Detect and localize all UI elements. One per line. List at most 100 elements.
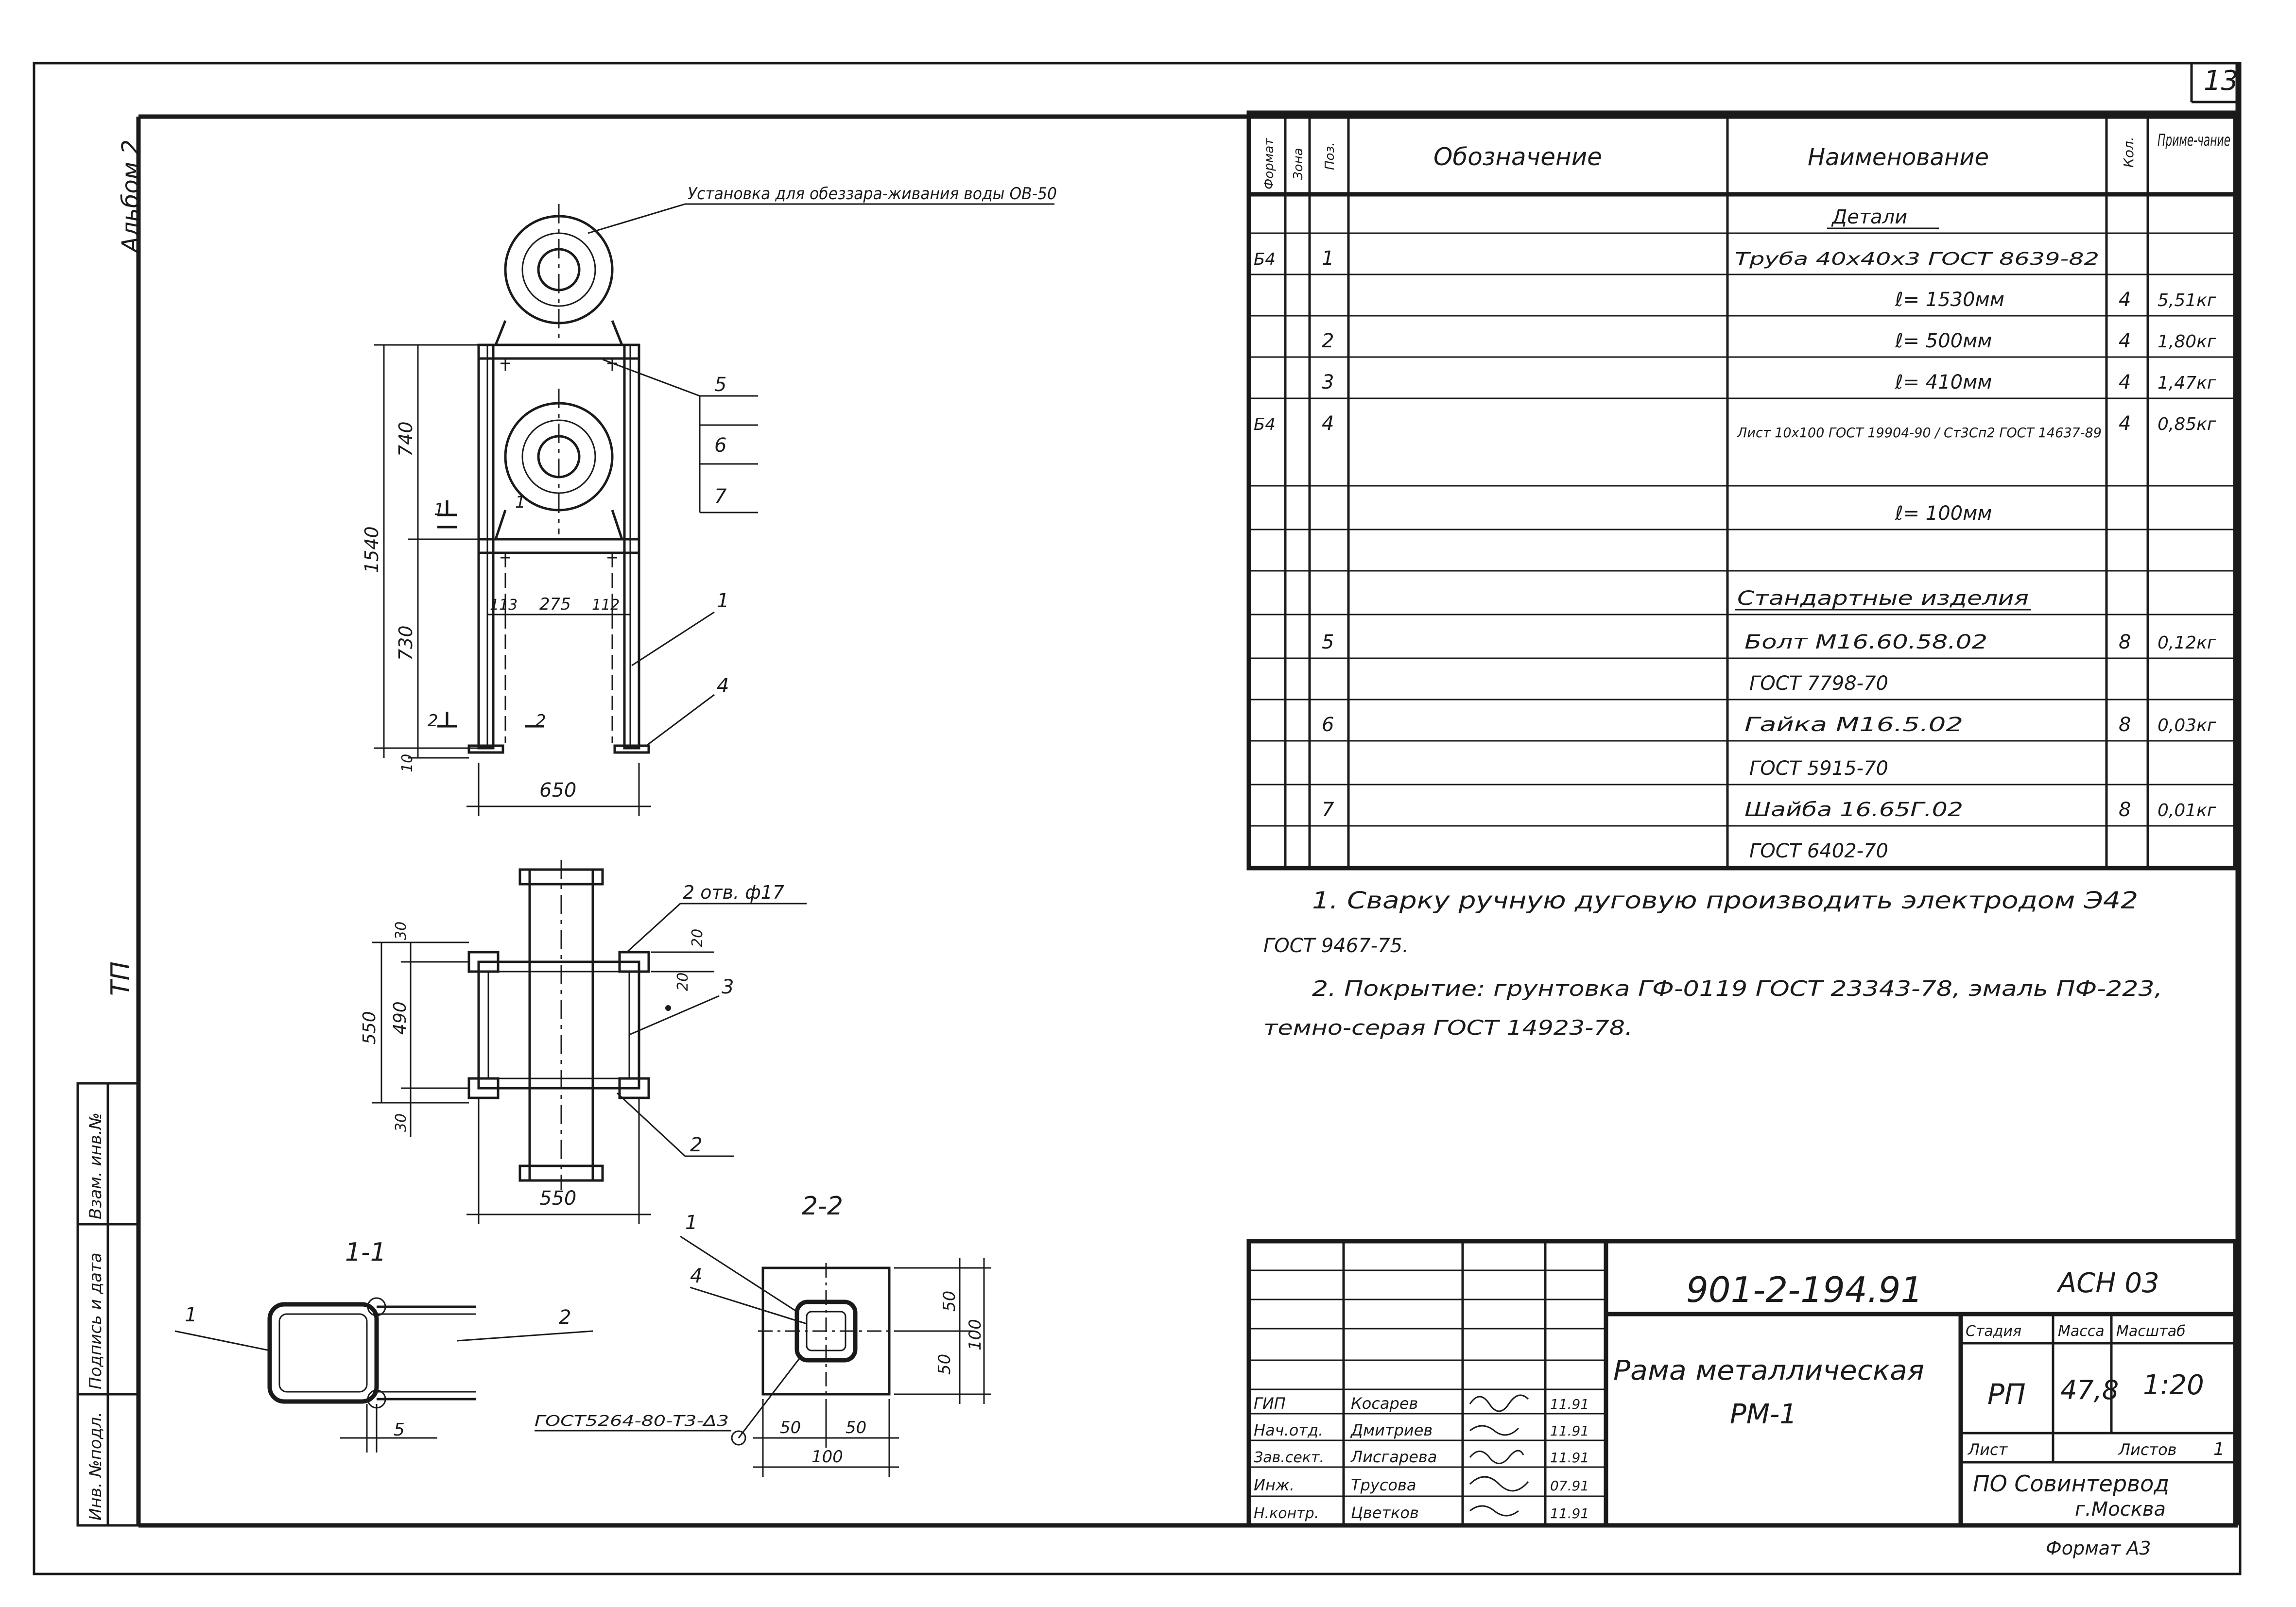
title-block: ГИП Косарев 11.91 Нач.отд. Дмитриев 11.9… [1246, 1239, 2238, 1528]
row-1-name: Труба 40x40x3 ГОСТ 8639-82 [1735, 249, 2099, 269]
plan-dim-overall: 550 [360, 1011, 380, 1044]
hdr-pos: Поз. [1323, 142, 1337, 170]
row-13-pos: 7 [1322, 799, 1334, 821]
row-1-pos: 1 [1322, 247, 1334, 270]
plan-pos-2: 2 [690, 1134, 702, 1156]
row-4-pos: 3 [1322, 371, 1334, 393]
doc-code: 901-2-194.91 [1686, 1269, 1923, 1310]
s22-pos-4: 4 [690, 1265, 702, 1287]
person-4-name: Цветков [1351, 1504, 1419, 1522]
signatures [1469, 1394, 1529, 1517]
section-mark-2a: 2 [428, 711, 438, 731]
s22-pos-1: 1 [685, 1212, 697, 1234]
s22-dim-h-b: 100 [966, 1319, 985, 1351]
note-line-2: ГОСТ 9467-75. [1263, 935, 1409, 957]
outer-frame [33, 62, 2242, 1575]
row-8-name: Стандартные изделия [1737, 587, 2029, 610]
person-3-name: Трусова [1351, 1476, 1416, 1494]
pos-6: 6 [714, 434, 726, 457]
dim-width: 650 [539, 779, 576, 802]
row-5-format: Б4 [1254, 415, 1276, 434]
s11-pos-2: 2 [559, 1306, 571, 1329]
dim-lower-height: 730 [395, 625, 416, 661]
note-line-1: 1. Сварку ручную дуговую производить эле… [1312, 887, 2138, 914]
row-2-note: 5,51кг [2158, 291, 2217, 310]
title-line-1: Рама металлическая [1613, 1355, 1924, 1386]
s22-dim-h-a: 50 [940, 1291, 959, 1312]
sheets-label: Листов [2118, 1440, 2177, 1459]
s22-dim-w-b: 50 [846, 1418, 866, 1437]
s22-dim-v-a: 50 [935, 1354, 954, 1375]
row-9-pos: 5 [1322, 631, 1334, 653]
section-1-1: 1-1 1 2 5 [174, 1238, 593, 1453]
hole-note: 2 отв. ф17 [683, 882, 784, 903]
row-9-qty: 8 [2119, 631, 2131, 653]
note-line-3: 2. Покрытие: грунтовка ГФ-0119 ГОСТ 2334… [1312, 976, 2162, 1001]
pos-7: 7 [714, 485, 727, 508]
person-0-role: ГИП [1254, 1394, 1286, 1413]
page-number: 13 [2204, 65, 2238, 97]
mass-label: Масса [2058, 1323, 2105, 1340]
row-4-note: 1,47кг [2158, 373, 2217, 393]
row-9-note: 0,12кг [2158, 633, 2217, 653]
section-2-2: 2-2 1 4 50 100 50 50 50 100 ГОСТ5264-80-… [535, 1192, 991, 1477]
row-6-name: ℓ= 100мм [1895, 502, 1992, 525]
row-14-name: ГОСТ 6402-70 [1749, 840, 1888, 862]
title-line-2: РМ-1 [1730, 1399, 1797, 1430]
person-4-date: 11.91 [1550, 1505, 1589, 1522]
person-3-date: 07.91 [1550, 1478, 1589, 1494]
person-2-date: 11.91 [1550, 1450, 1589, 1466]
row-5-qty: 4 [2119, 412, 2131, 435]
org-line-1: ПО Совинтервод [1973, 1470, 2169, 1497]
row-3-name: ℓ= 500мм [1895, 330, 1992, 352]
plan-dim-gap-a: 20 [689, 929, 706, 947]
row-4-qty: 4 [2119, 371, 2131, 393]
spec-table: Формат Зона Поз. Обозначение Наименовани… [1246, 110, 2238, 871]
section-mark-1a: 1 [434, 500, 445, 519]
plan-dim-inner: 490 [390, 1001, 410, 1035]
row-10-name: ГОСТ 7798-70 [1749, 672, 1888, 695]
row-1-format: Б4 [1254, 250, 1276, 269]
row-12-name: ГОСТ 5915-70 [1749, 757, 1888, 780]
s11-dim: 5 [394, 1420, 405, 1440]
person-2-name: Лисгарева [1350, 1448, 1437, 1466]
row-9-name: Болт М16.60.58.02 [1744, 631, 1987, 653]
row-11-qty: 8 [2119, 714, 2131, 736]
org-line-2: г.Москва [2075, 1498, 2166, 1521]
pos-4: 4 [717, 675, 729, 697]
person-0-date: 11.91 [1550, 1396, 1589, 1412]
row-11-pos: 6 [1322, 714, 1334, 736]
pos-5: 5 [714, 374, 726, 396]
plan-dim-top: 30 [393, 922, 410, 940]
dim-upper-height: 740 [395, 421, 416, 457]
person-1-role: Нач.отд. [1254, 1421, 1323, 1439]
s22-dim-w-a: 50 [780, 1418, 801, 1437]
hdr-note: Приме-чание [2158, 131, 2230, 150]
stamp-inv-number: Инв. №подл. [86, 1412, 105, 1521]
sheets-value: 1 [2213, 1439, 2225, 1459]
plan-pos-3: 3 [722, 976, 734, 998]
row-4-name: ℓ= 410мм [1895, 371, 1992, 393]
section-mark-1b: 1 [515, 493, 526, 512]
note-line-4: темно-серая ГОСТ 14923-78. [1263, 1016, 1633, 1040]
person-2-role: Зав.сект. [1254, 1449, 1324, 1466]
plan-view: 550 490 30 30 550 20 20 2 отв. ф17 3 2 [360, 860, 807, 1224]
row-5-name: Лист 10x100 ГОСТ 19904-90 / Ст3Сп2 ГОСТ … [1737, 425, 2102, 441]
row-5-pos: 4 [1322, 412, 1334, 435]
hdr-name: Наименование [1808, 144, 1989, 171]
dim-inner-left: 113 [490, 597, 518, 614]
row-3-qty: 4 [2119, 330, 2131, 352]
section-2-2-title: 2-2 [802, 1192, 843, 1221]
pos-1: 1 [717, 590, 729, 612]
scale-value: 1:20 [2143, 1369, 2204, 1401]
section-1-1-title: 1-1 [345, 1238, 386, 1267]
hdr-qty: Кол. [2121, 137, 2137, 168]
row-13-qty: 8 [2119, 799, 2131, 821]
hdr-zone: Зона [1291, 148, 1306, 180]
dim-inner-mid: 275 [539, 595, 571, 614]
stage-value: РП [1987, 1378, 2026, 1411]
scale-label: Масштаб [2116, 1323, 2186, 1340]
person-3-role: Инж. [1254, 1476, 1295, 1494]
person-0-name: Косарев [1351, 1394, 1418, 1413]
stage-label: Стадия [1966, 1323, 2021, 1340]
